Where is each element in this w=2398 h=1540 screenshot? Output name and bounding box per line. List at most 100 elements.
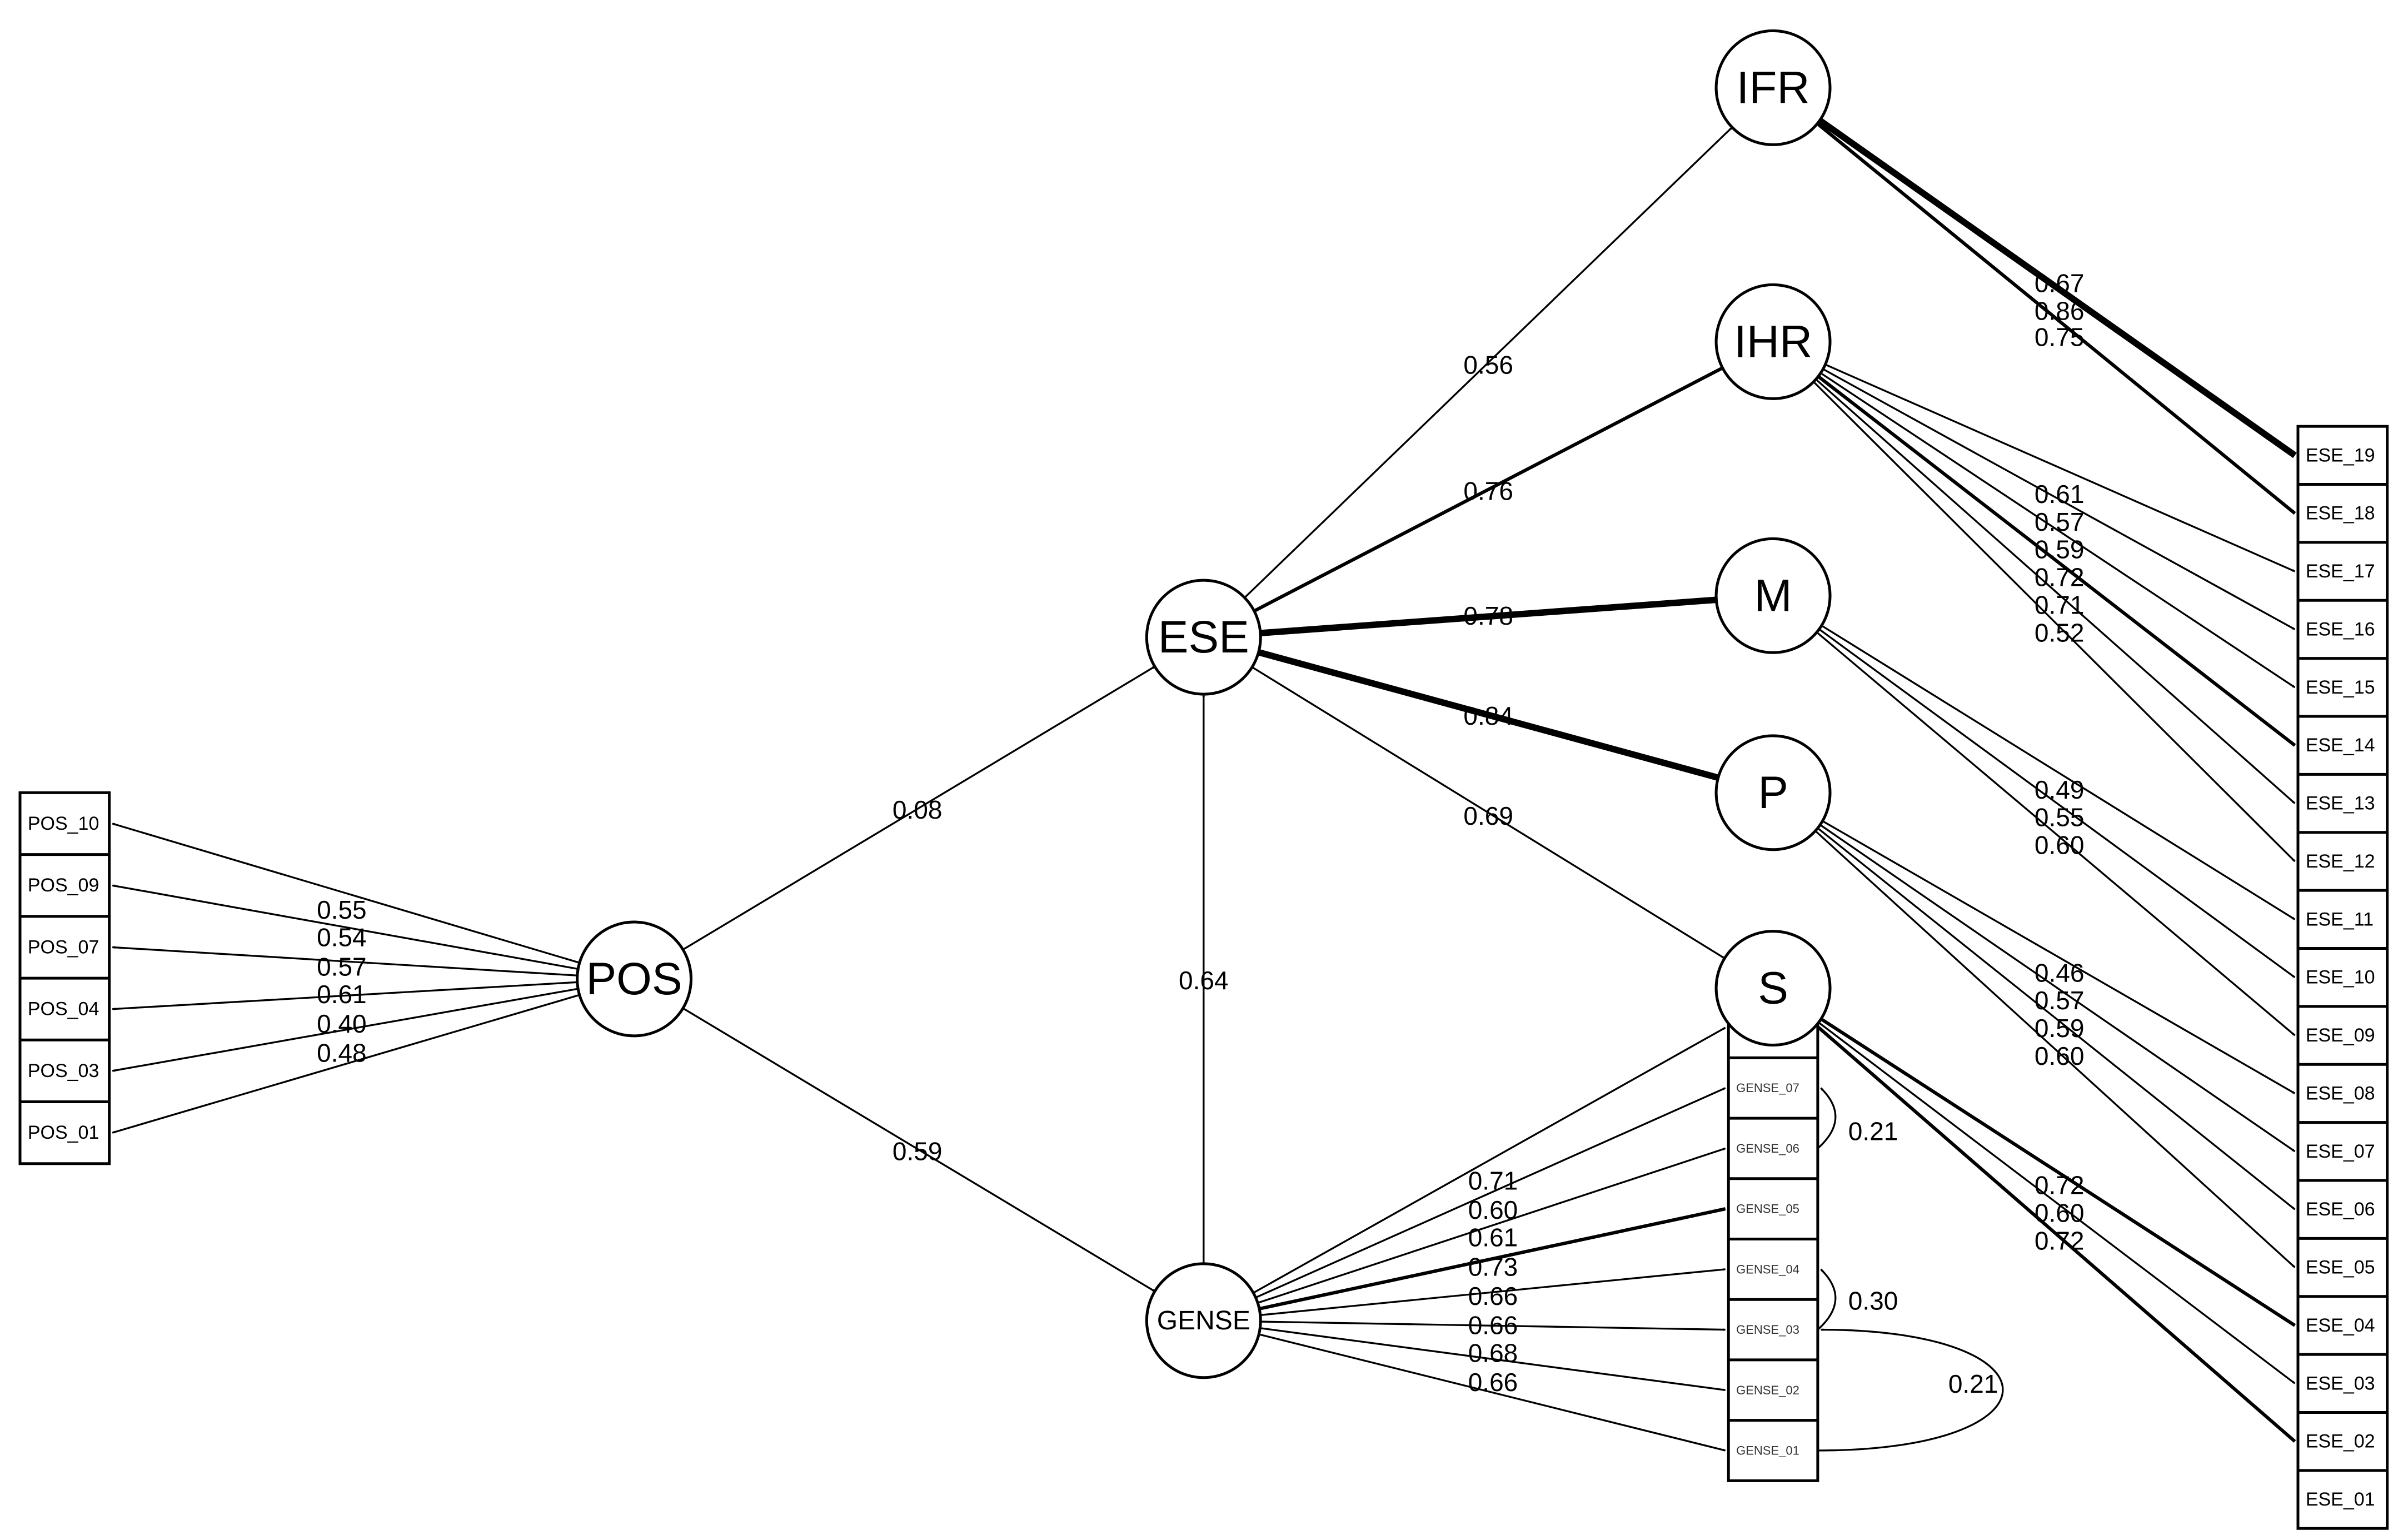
ese-item-label: ESE_05	[2306, 1257, 2375, 1278]
latent-m-label: M	[1754, 570, 1792, 621]
p-loading-arrow	[1819, 824, 2296, 1153]
m-loading-arrow	[1818, 628, 2296, 979]
pos-loading: 0.57	[317, 952, 367, 981]
s-loading: 0.72	[2035, 1171, 2085, 1200]
coef-pos_ese: 0.08	[893, 795, 943, 824]
p-loading-arrow	[1817, 827, 2296, 1210]
latent-p-label: P	[1758, 767, 1788, 818]
pos-loading-arrow	[112, 988, 579, 1072]
ifr-loading-arrow	[1816, 122, 2296, 515]
error-covariance-label: 0.21	[1848, 1117, 1898, 1146]
gense-item-label: GENSE_06	[1736, 1142, 1799, 1155]
ihr-loading-arrow	[1813, 381, 2296, 863]
gense-loading: 0.60	[1468, 1195, 1518, 1224]
ihr-loading-arrow	[1822, 368, 2296, 630]
latent-gense-label: GENSE	[1157, 1306, 1250, 1335]
s-loading-arrow	[1820, 1017, 2296, 1327]
pos-loading-arrow	[112, 823, 580, 964]
p-loading-arrow	[1814, 830, 2296, 1268]
gense-item-label: GENSE_07	[1736, 1081, 1799, 1095]
latent-ihr-label: IHR	[1734, 316, 1812, 367]
ese-item-label: ESE_06	[2306, 1199, 2375, 1220]
pos-loading: 0.54	[317, 923, 367, 952]
gense-loading-arrow	[1260, 1327, 1726, 1392]
latent-pos-circle	[576, 920, 693, 1038]
coefficient-labels: 0.080.590.640.560.760.780.840.690.550.54…	[317, 269, 2084, 1398]
ihr-loading: 0.57	[2035, 507, 2085, 536]
path-ese_ifr	[1244, 126, 1733, 599]
ihr-loading-arrow	[1820, 372, 2296, 689]
s-loading-arrow	[1818, 1021, 2296, 1384]
ese-item-label: ESE_17	[2306, 561, 2375, 582]
latent-pos-label: POS	[586, 954, 682, 1004]
pos-loading-arrow	[112, 946, 577, 976]
gense-loading-arrow	[1258, 1333, 1726, 1452]
ihr-loading: 0.61	[2035, 480, 2085, 509]
s-loading-arrow	[1815, 1024, 2296, 1443]
gense-item-label: GENSE_05	[1736, 1202, 1799, 1216]
gense-loading: 0.66	[1468, 1368, 1518, 1397]
ihr-loading-arrow	[1815, 378, 2296, 804]
ifr-loading: 0.75	[2035, 323, 2085, 352]
error-covariance-label: 0.21	[1948, 1369, 1998, 1398]
pos-item-label: POS_10	[28, 813, 99, 834]
gense-item-label: GENSE_04	[1736, 1262, 1799, 1276]
latent-ese-circle	[1145, 579, 1262, 696]
path-arrows	[112, 117, 2297, 1452]
coef-ese_ihr: 0.76	[1463, 476, 1513, 505]
coef-ese_s: 0.69	[1463, 801, 1513, 830]
ese-item-label: ESE_09	[2306, 1025, 2375, 1046]
latent-ifr-circle	[1714, 29, 1832, 146]
path-ese_p	[1258, 649, 1719, 781]
gense-loading-arrow	[1257, 1147, 1726, 1304]
gense-loading: 0.73	[1468, 1252, 1518, 1281]
ese-item-label: ESE_12	[2306, 851, 2375, 872]
latent-gense-circle	[1145, 1262, 1262, 1379]
latent-ese-label: ESE	[1158, 612, 1249, 662]
ifr-loading: 0.67	[2035, 269, 2085, 298]
gense-loading: 0.66	[1468, 1282, 1518, 1310]
ese-item-label: ESE_14	[2306, 735, 2375, 756]
ese-box	[2296, 425, 2389, 1530]
p-loading-arrow	[1822, 820, 2296, 1094]
ese-item-label: ESE_10	[2306, 967, 2375, 988]
latent-s-label: S	[1758, 963, 1788, 1014]
gense-loading: 0.66	[1468, 1311, 1518, 1340]
pos-item-label: POS_01	[28, 1122, 99, 1143]
ihr-loading-arrow	[1824, 363, 2296, 572]
gense-loading-arrow	[1260, 1320, 1726, 1331]
ihr-loading: 0.59	[2035, 535, 2085, 564]
m-loading: 0.49	[2035, 775, 2085, 804]
ese-item-label: ESE_13	[2306, 793, 2375, 814]
indicator-boxes: POS_10POS_09POS_07POS_04POS_03POS_01GENS…	[18, 425, 2389, 1530]
latent-m-circle	[1714, 537, 1832, 654]
ese-item-label: ESE_19	[2306, 445, 2375, 466]
gense-item-label: GENSE_02	[1736, 1383, 1799, 1397]
pos-loading: 0.61	[317, 980, 367, 1009]
m-loading-arrow	[1816, 631, 2296, 1036]
p-loading: 0.57	[2035, 986, 2085, 1015]
gense-loading-arrow	[1255, 1087, 1726, 1299]
pos-item-label: POS_09	[28, 875, 99, 896]
pos-loading: 0.55	[317, 895, 367, 924]
coef-ese_p: 0.84	[1463, 701, 1513, 730]
m-loading: 0.55	[2035, 803, 2085, 832]
error-covariance-curve	[1817, 1087, 1837, 1149]
coef-ese_m: 0.78	[1463, 601, 1513, 630]
path-pos_ese	[682, 665, 1155, 951]
path-ese_s	[1252, 666, 1726, 959]
coef-ese_ifr: 0.56	[1463, 350, 1513, 379]
gense-loading: 0.71	[1468, 1166, 1518, 1195]
latent-p-circle	[1714, 734, 1832, 851]
path-pos_gense	[682, 1007, 1155, 1292]
pos-item-label: POS_03	[28, 1060, 99, 1082]
gense-item-label: GENSE_01	[1736, 1443, 1799, 1457]
gense-loading-arrow	[1253, 1026, 1726, 1294]
pos-loading-arrow	[112, 981, 577, 1010]
pos-item-label: POS_07	[28, 936, 99, 958]
ese-item-label: ESE_07	[2306, 1141, 2375, 1162]
pos-loading-arrow	[112, 884, 579, 970]
m-loading-arrow	[1821, 625, 2296, 920]
